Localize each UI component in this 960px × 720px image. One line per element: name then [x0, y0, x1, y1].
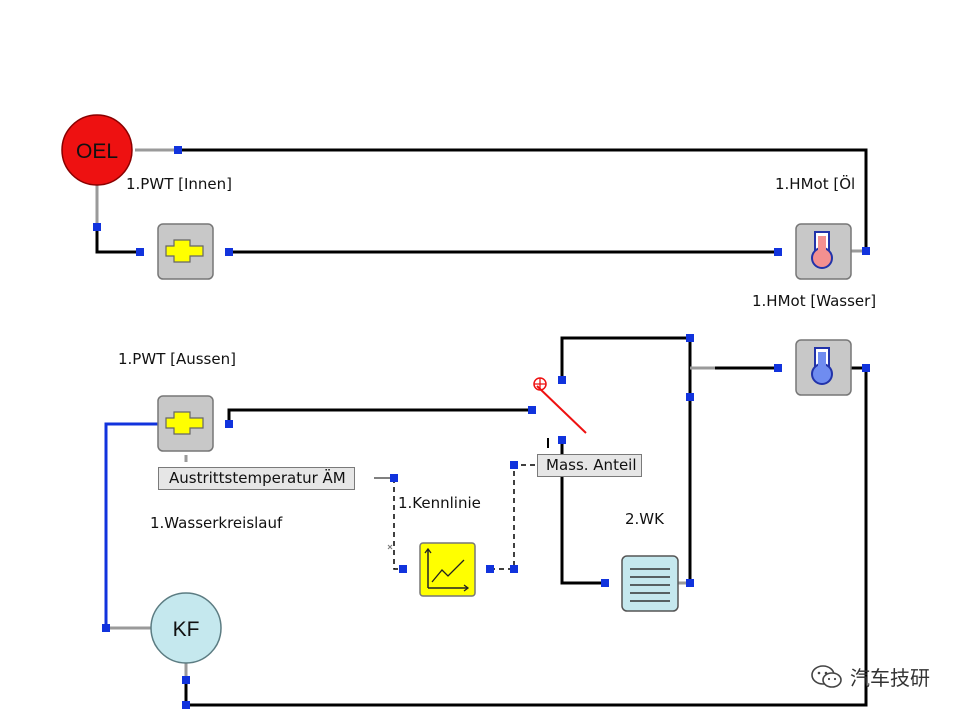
- pwt-aussen-block[interactable]: [157, 395, 214, 452]
- port[interactable]: [862, 364, 870, 372]
- pwt-innen-label: 1.PWT [Innen]: [126, 175, 232, 193]
- mass-anteil-signal[interactable]: Mass. Anteil: [537, 454, 642, 477]
- pwt-innen-block[interactable]: [157, 223, 214, 280]
- port[interactable]: [774, 248, 782, 256]
- wk-label: 2.WK: [625, 510, 664, 528]
- port[interactable]: [174, 146, 182, 154]
- austrittstemperatur-sensor[interactable]: Austrittstemperatur ÄM: [158, 467, 355, 490]
- signal-lines: [393, 464, 540, 570]
- engine-piston-icon: [811, 363, 833, 385]
- valve-bypass-line: [560, 336, 692, 583]
- kf-label: KF: [173, 618, 200, 641]
- signal-austritt-to-kennlinie: [393, 478, 405, 570]
- oil-return-line: [178, 148, 868, 251]
- hmot-wasser-block[interactable]: [795, 339, 852, 396]
- valve-cross-icon: [534, 378, 546, 390]
- port[interactable]: [390, 474, 398, 482]
- port[interactable]: [601, 579, 609, 587]
- hmot-water-return-line: [184, 366, 868, 707]
- pwt-aussen-label: 1.PWT [Aussen]: [118, 350, 236, 368]
- port[interactable]: [558, 436, 566, 444]
- wasserkreislauf-label: 1.Wasserkreislauf: [150, 514, 283, 532]
- port[interactable]: [93, 223, 101, 231]
- hmot-oel-label: 1.HMot [Öl: [775, 175, 856, 193]
- valve-to-wk-line: [560, 440, 605, 585]
- port[interactable]: [528, 406, 536, 414]
- ports: [93, 146, 870, 709]
- kf-cooler[interactable]: KF: [150, 592, 222, 664]
- kennlinie-label: 1.Kennlinie: [398, 494, 481, 512]
- kennlinie-block[interactable]: [419, 542, 476, 597]
- port[interactable]: [102, 624, 110, 632]
- watermark: 汽车技研: [810, 662, 930, 691]
- oel-label: OEL: [76, 140, 118, 163]
- oel-circle: [61, 114, 133, 186]
- kf-circle: [150, 592, 222, 664]
- graph-axes-icon: [427, 550, 468, 589]
- port[interactable]: [225, 420, 233, 428]
- engine-fill-icon: [818, 352, 826, 366]
- port[interactable]: [510, 461, 518, 469]
- oel-to-pwt-line: [95, 227, 140, 254]
- port[interactable]: [686, 579, 694, 587]
- hmot-oel-block[interactable]: [795, 223, 852, 280]
- curve-icon: [431, 559, 465, 583]
- port[interactable]: [510, 565, 518, 573]
- hmot-wasser-label: 1.HMot [Wasser]: [752, 292, 877, 310]
- engine-piston-icon: [811, 247, 833, 269]
- port[interactable]: [686, 334, 694, 342]
- port[interactable]: [486, 565, 494, 573]
- port[interactable]: [225, 248, 233, 256]
- heat-exchanger-icon: [165, 411, 204, 435]
- port[interactable]: [182, 701, 190, 709]
- signal-mark-icon: [387, 544, 393, 550]
- port[interactable]: [862, 247, 870, 255]
- graph-arrows-icon: [424, 547, 470, 592]
- engine-fill-icon: [818, 236, 826, 250]
- port[interactable]: [558, 376, 566, 384]
- wk-body: [621, 555, 679, 612]
- pwt-aussen-out-line: [227, 408, 532, 424]
- wechat-icon: [811, 664, 842, 688]
- port[interactable]: [182, 676, 190, 684]
- signal-kennlinie-to-valve: [490, 464, 540, 570]
- port[interactable]: [399, 565, 407, 573]
- kennlinie-body: [419, 542, 476, 597]
- port[interactable]: [686, 393, 694, 401]
- heat-exchanger-icon: [165, 239, 204, 263]
- mixing-valve[interactable]: [533, 377, 587, 434]
- wk-block[interactable]: [621, 555, 679, 612]
- watermark-text: 汽车技研: [850, 666, 930, 690]
- port[interactable]: [136, 248, 144, 256]
- oel-reservoir[interactable]: OEL: [61, 114, 133, 186]
- valve-flap: [536, 385, 587, 434]
- port[interactable]: [774, 364, 782, 372]
- radiator-lines-icon: [630, 568, 670, 602]
